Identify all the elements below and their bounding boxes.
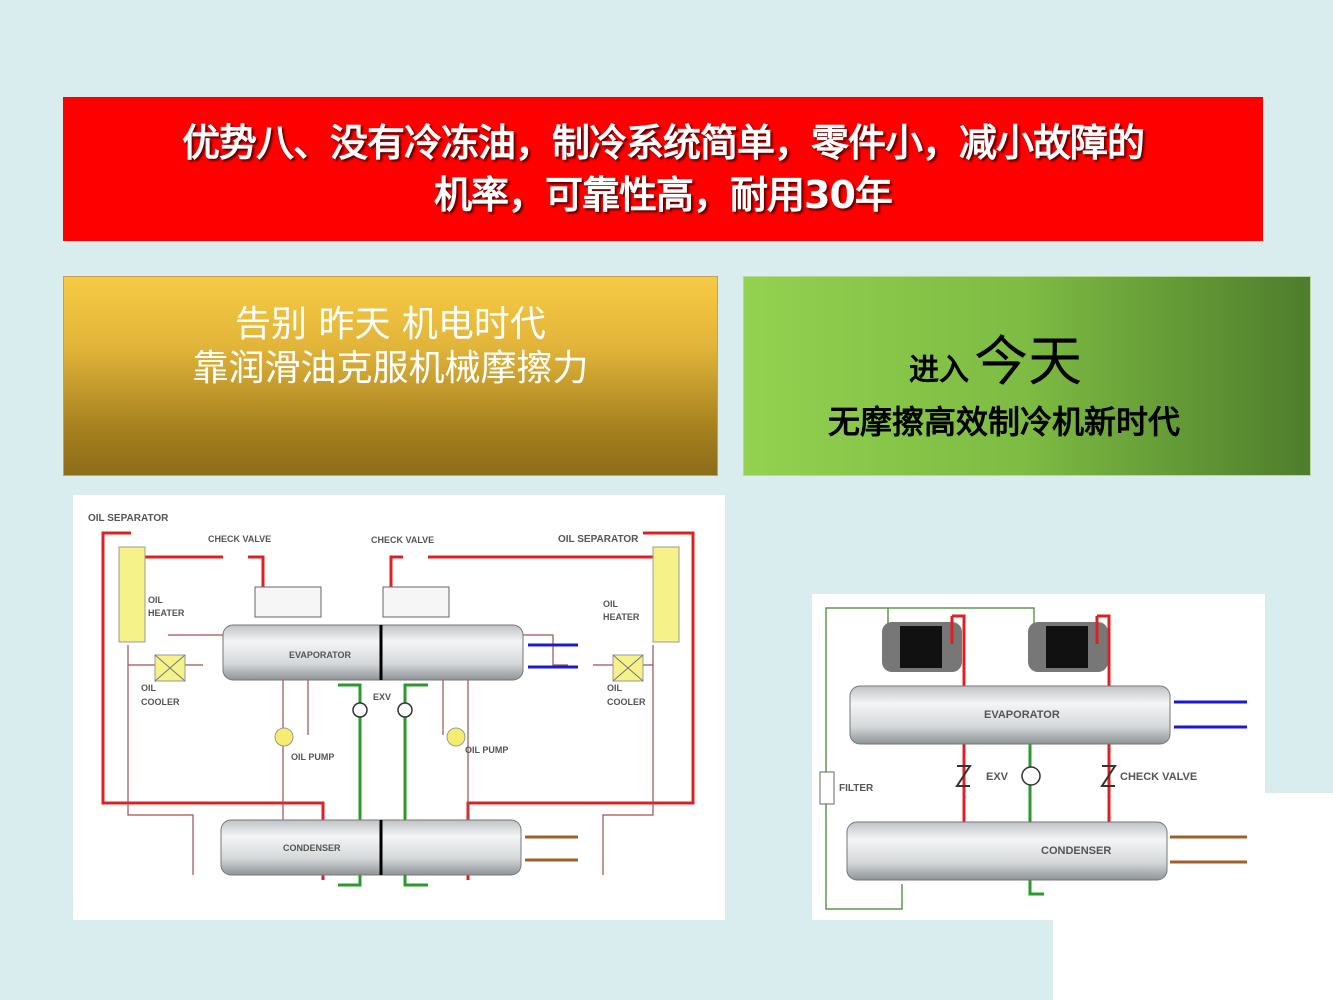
exv-icon — [1021, 766, 1041, 786]
check-valve-icon — [1100, 765, 1117, 787]
svg-text:OIL: OIL — [607, 683, 623, 693]
compressor-left — [254, 586, 322, 618]
label-oil-heater-left: HEATER — [148, 608, 185, 618]
old-era-line-2: 靠润滑油克服机械摩擦力 — [192, 348, 589, 389]
label-filter: FILTER — [839, 783, 874, 794]
label-exv: EXV — [373, 692, 391, 702]
oil-lubricated-chiller-diagram: OIL SEPARATOR OIL SEPARATOR CHECK VALVE … — [73, 495, 725, 920]
svg-text:OIL: OIL — [603, 599, 619, 609]
new-era-prefix: 进入 — [909, 353, 969, 388]
condenser-shell — [846, 821, 1168, 881]
old-era-line-1: 告别 昨天 机电时代 — [235, 304, 546, 345]
liquid-lines — [338, 683, 428, 887]
title-text: 优势八、没有冷冻油，制冷系统简单，零件小，减小故障的 机率，可靠性高，耐用30年 — [162, 117, 1164, 221]
label-evaporator: EVAPORATOR — [984, 709, 1060, 721]
discharge-lines — [950, 614, 1111, 824]
oil-separator-right — [652, 546, 680, 643]
old-era-box: 告别 昨天 机电时代 靠润滑油克服机械摩擦力 — [63, 276, 718, 476]
condenser-water-pipes — [525, 835, 578, 862]
label-oil-separator-left: OIL SEPARATOR — [88, 513, 169, 524]
label-oil-separator-right: OIL SEPARATOR — [558, 534, 639, 545]
label-condenser: CONDENSER — [1041, 845, 1111, 857]
label-evaporator: EVAPORATOR — [289, 650, 352, 660]
evaporator-shell — [222, 624, 524, 681]
new-era-line-2: 无摩擦高效制冷机新时代 — [828, 403, 1181, 441]
oil-separator-left — [118, 546, 146, 643]
label-oil-cooler-right: COOLER — [607, 697, 646, 707]
oil-free-chiller-diagram: EVAPORATOR EXV CHECK VALVE FILTER CONDEN… — [812, 594, 1265, 920]
chilled-water-pipes — [1174, 700, 1247, 729]
label-oil-heater-right: HEATER — [603, 612, 640, 622]
svg-text:OIL: OIL — [148, 595, 164, 605]
filter-line — [825, 607, 1035, 910]
title-line-1: 优势八、没有冷冻油，制冷系统简单，零件小，减小故障的 — [181, 121, 1145, 165]
title-line-2: 机率，可靠性高，耐用30年 — [434, 173, 893, 217]
condenser-water-pipes — [1170, 835, 1247, 864]
label-oil-pump-right: OIL PUMP — [465, 745, 508, 755]
evaporator-shell — [849, 685, 1171, 745]
label-exv: EXV — [986, 771, 1009, 783]
exv-icon — [352, 702, 368, 718]
oil-pump-left — [274, 727, 294, 747]
svg-text:OIL: OIL — [141, 683, 157, 693]
chilled-water-pipes — [528, 643, 578, 669]
label-check-valve: CHECK VALVE — [1120, 771, 1197, 783]
new-era-today: 今天 — [974, 330, 1083, 393]
liquid-line — [1028, 744, 1044, 896]
label-oil-cooler-left: COOLER — [141, 697, 180, 707]
condenser-shell — [220, 819, 522, 876]
label-oil-pump-left: OIL PUMP — [291, 752, 334, 762]
label-condenser: CONDENSER — [283, 843, 341, 853]
white-patch — [1053, 920, 1333, 1000]
new-era-box: 进入 今天 无摩擦高效制冷机新时代 — [743, 276, 1311, 476]
compressor-right — [382, 586, 450, 618]
label-check-valve-right: CHECK VALVE — [371, 535, 434, 545]
oil-pump-right — [446, 727, 466, 747]
exv-icon — [397, 702, 413, 718]
check-valve-icon — [955, 765, 972, 787]
title-banner: 优势八、没有冷冻油，制冷系统简单，零件小，减小故障的 机率，可靠性高，耐用30年 — [63, 97, 1263, 241]
label-check-valve-left: CHECK VALVE — [208, 534, 271, 544]
filter — [819, 771, 835, 805]
